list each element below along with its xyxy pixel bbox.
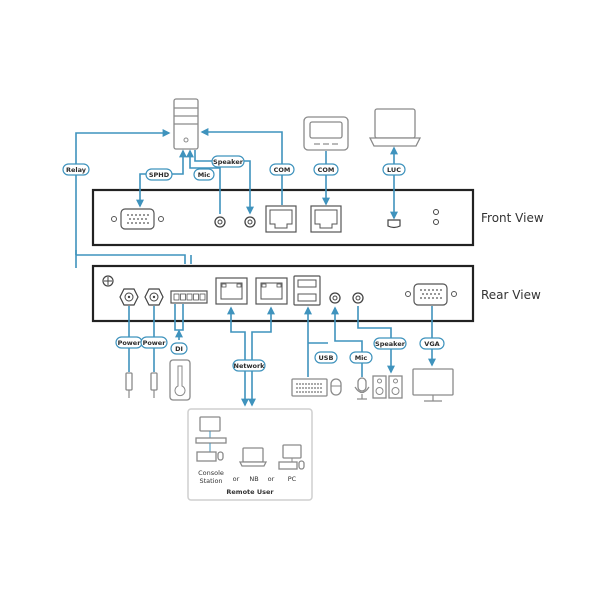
- vga-port-icon: [405, 283, 457, 306]
- remote-user-title: Remote User: [226, 488, 274, 496]
- com2-label: COM: [313, 163, 339, 176]
- usb-label: USB: [314, 351, 338, 364]
- luc-label: LUC: [382, 163, 406, 176]
- svg-text:Network: Network: [234, 362, 266, 370]
- svg-text:COM: COM: [274, 166, 291, 174]
- svg-text:SPHD: SPHD: [149, 171, 170, 179]
- power-jack-2-icon: [144, 288, 164, 306]
- microphone-icon: [354, 377, 370, 400]
- com-port-2-icon: [310, 205, 342, 233]
- relay-to-rear-line: [75, 250, 192, 264]
- sphd-port-icon: [111, 208, 164, 230]
- svg-text:Mic: Mic: [198, 171, 211, 179]
- svg-text:Mic: Mic: [355, 354, 368, 362]
- mic-front-label: Mic: [193, 168, 215, 181]
- terminal-block-icon: [170, 290, 208, 304]
- speaker-front-label: Speaker: [211, 155, 245, 168]
- mic-front-connection-line: [186, 149, 221, 214]
- monitor-icon: [412, 368, 454, 402]
- pc-label: PC: [288, 475, 297, 483]
- console-station-label-1: Console: [198, 469, 224, 477]
- lan-port-2-icon: [255, 277, 288, 305]
- computer-tower-icon: [173, 98, 199, 150]
- svg-text:COM: COM: [318, 166, 335, 174]
- thermometer-sensor-icon: [169, 359, 191, 401]
- sphd-label: SPHD: [145, 168, 173, 181]
- svg-text:Power: Power: [118, 339, 142, 347]
- com1-connection-line: [200, 128, 283, 205]
- speaker-rear-connection-line: [357, 306, 395, 374]
- mic-jack-rear-icon: [329, 292, 341, 304]
- com1-label: COM: [269, 163, 295, 176]
- network-connection-line-2: [248, 306, 275, 407]
- speakers-icon: [372, 375, 403, 399]
- lan-port-1-icon: [215, 277, 248, 305]
- power-jack-1-icon: [119, 288, 139, 306]
- keyboard-icon: [291, 378, 328, 397]
- mic-rear-label: Mic: [349, 351, 373, 364]
- di-connection-line: [175, 304, 183, 340]
- speaker-jack-front-icon: [244, 216, 256, 228]
- relay-connection-line: [75, 129, 171, 268]
- network-label: Network: [232, 359, 266, 372]
- mouse-icon: [330, 378, 342, 396]
- svg-text:DI: DI: [175, 345, 183, 353]
- svg-text:Speaker: Speaker: [375, 340, 406, 348]
- speaker-rear-label: Speaker: [373, 337, 407, 350]
- svg-text:LUC: LUC: [387, 166, 401, 174]
- power1-label: Power: [115, 336, 143, 349]
- svg-text:Speaker: Speaker: [213, 158, 244, 166]
- or-label-2: or: [268, 475, 275, 483]
- svg-text:VGA: VGA: [424, 340, 439, 348]
- speaker-jack-rear-icon: [352, 292, 364, 304]
- pc-icon: [278, 444, 305, 470]
- console-station-label-2: Station: [199, 477, 222, 485]
- laptop-icon: [368, 108, 422, 147]
- svg-text:Relay: Relay: [66, 166, 87, 174]
- svg-text:USB: USB: [319, 354, 334, 362]
- ground-screw-icon: [102, 275, 114, 287]
- nb-label: NB: [249, 475, 258, 483]
- serial-console-device-icon: [303, 116, 349, 151]
- power-plug-2-icon: [150, 372, 158, 398]
- power2-label: Power: [140, 336, 168, 349]
- luc-usb-port-icon: [387, 219, 401, 229]
- mic-jack-front-icon: [214, 216, 226, 228]
- front-led-indicators-icon: [433, 209, 439, 225]
- network-connection-line-1: [227, 306, 249, 407]
- notebook-icon: [238, 447, 268, 467]
- front-view-label: Front View: [481, 211, 544, 225]
- relay-label: Relay: [62, 163, 90, 176]
- com-port-1-icon: [265, 205, 297, 233]
- svg-text:Power: Power: [143, 339, 167, 347]
- rear-view-label: Rear View: [481, 288, 541, 302]
- console-station-icon: [195, 416, 227, 462]
- di-label: DI: [170, 342, 188, 355]
- vga-label: VGA: [419, 337, 445, 350]
- power-plug-1-icon: [125, 372, 133, 398]
- or-label-1: or: [233, 475, 240, 483]
- usb-ports-icon: [293, 275, 321, 306]
